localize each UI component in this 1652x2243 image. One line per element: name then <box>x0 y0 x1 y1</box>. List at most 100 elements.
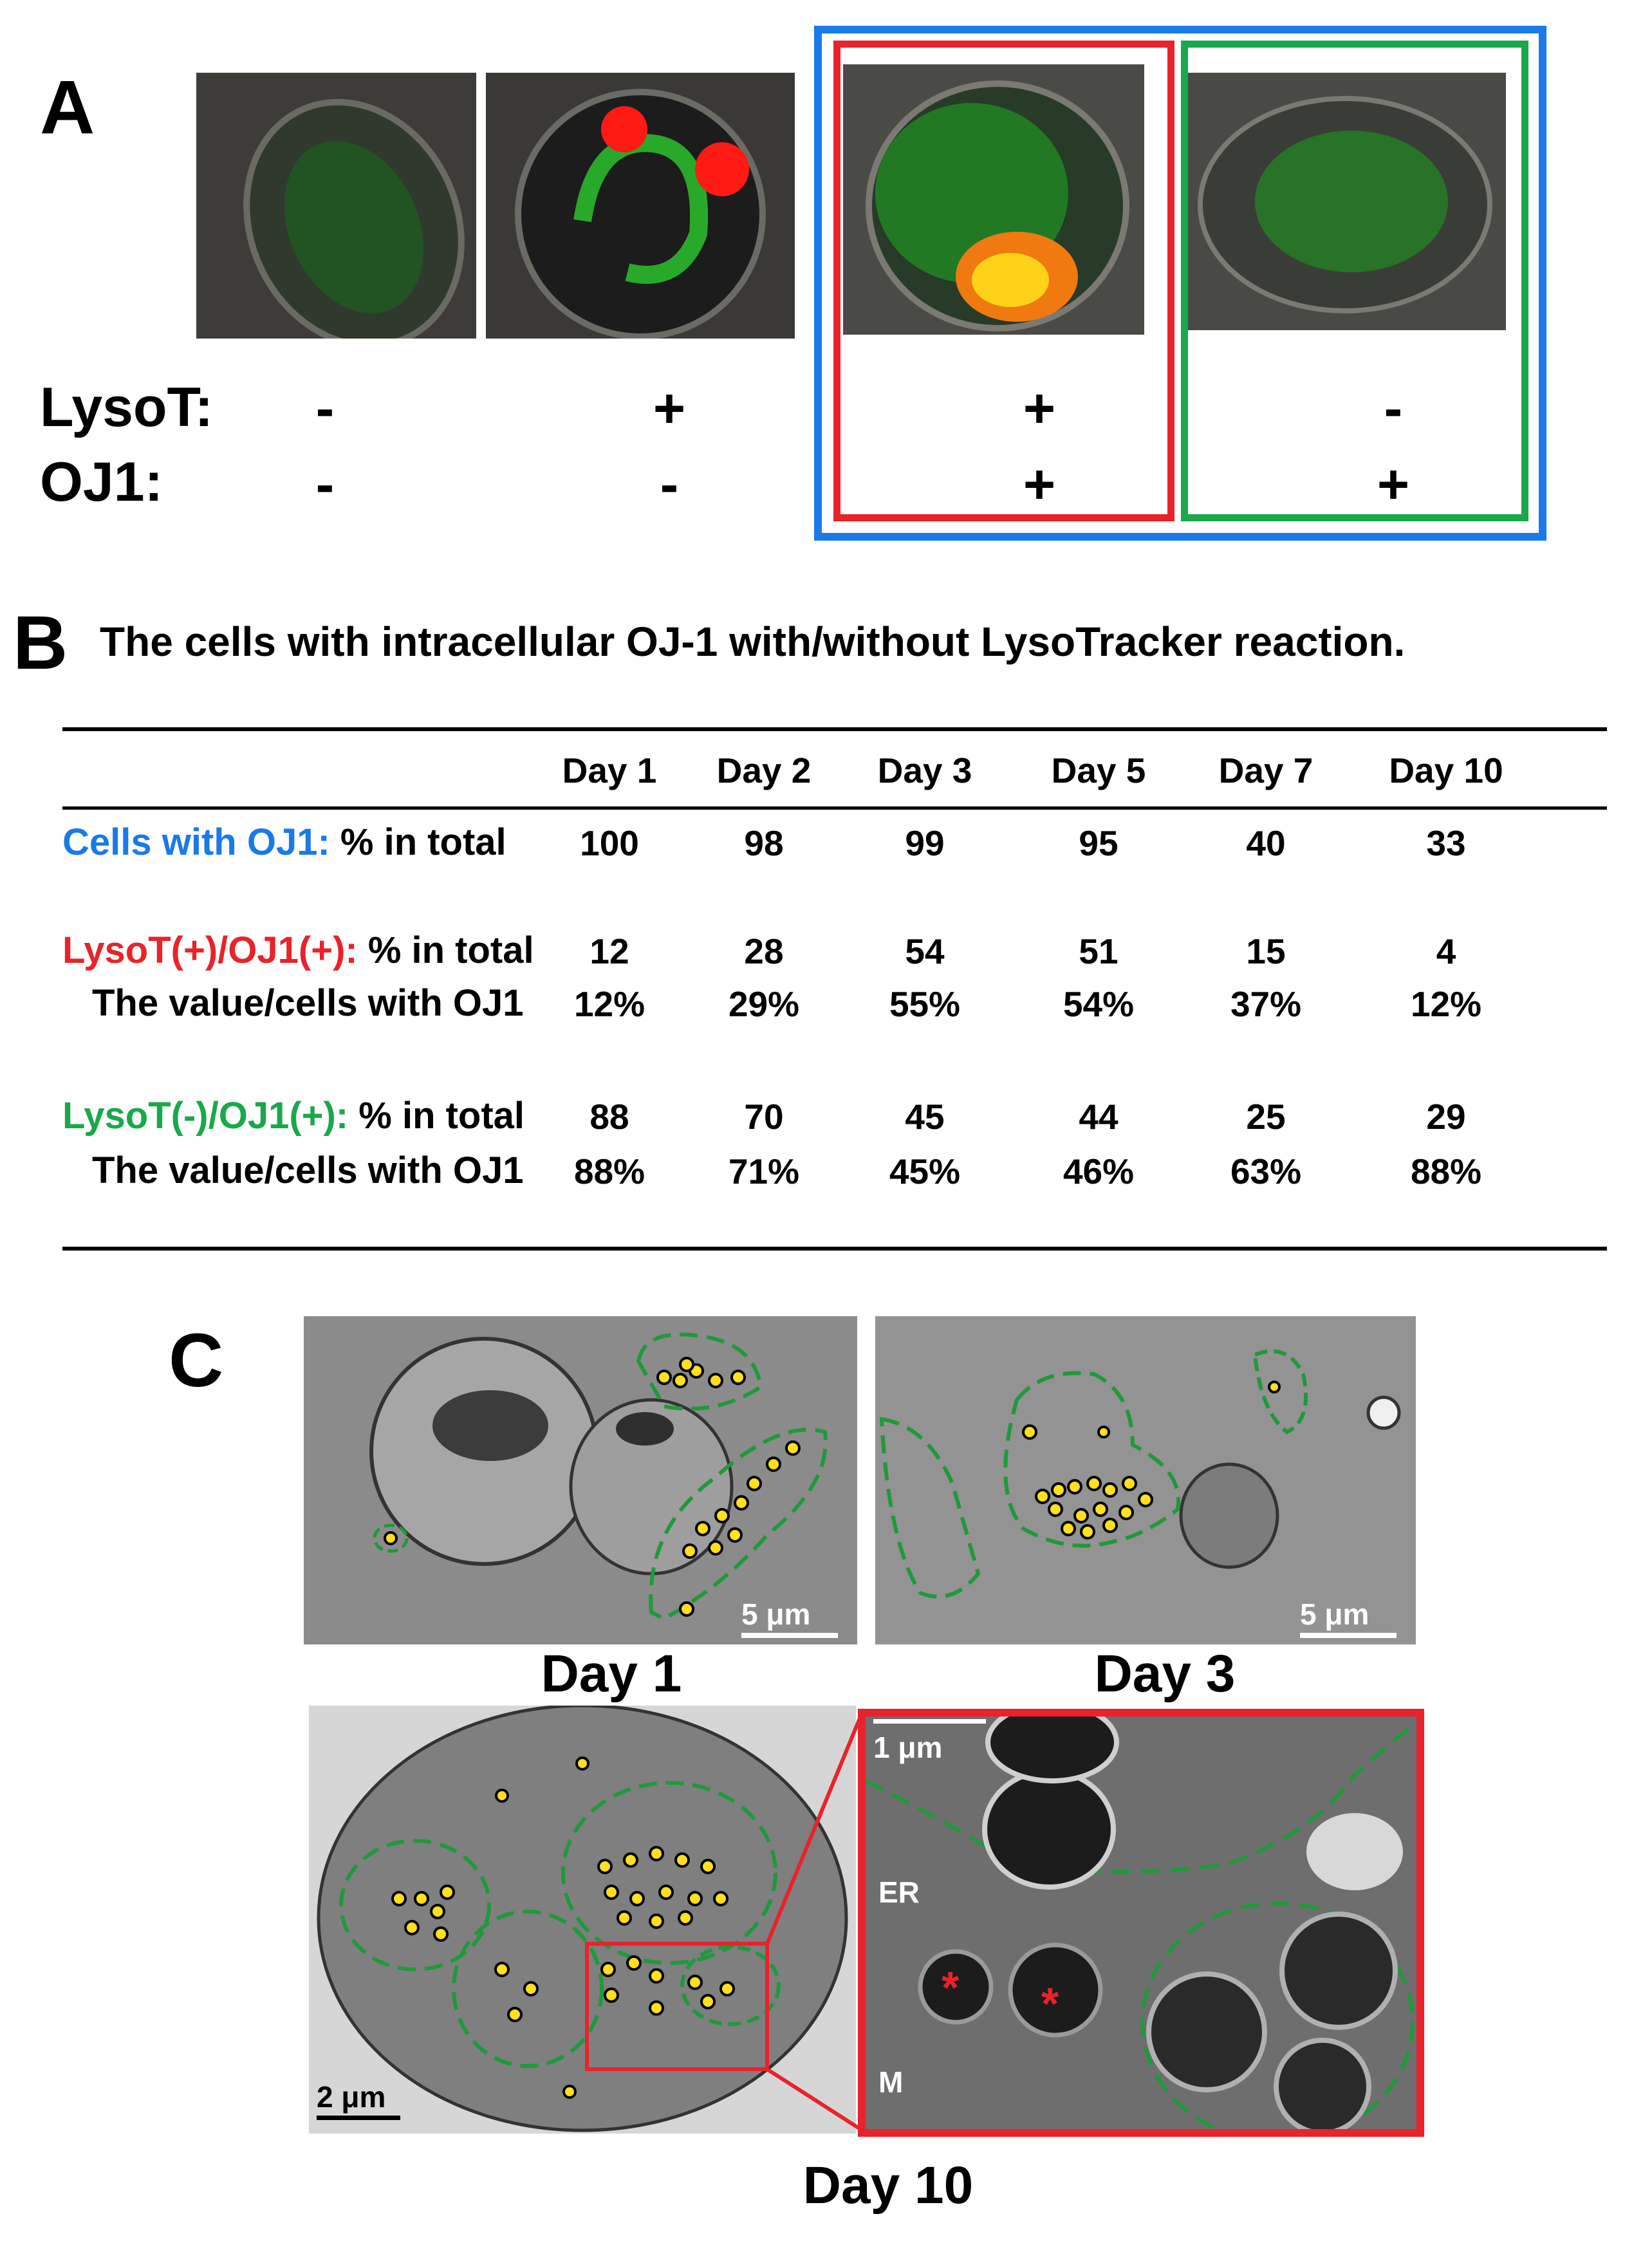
row-prefix: LysoT(+)/OJ1(+): <box>62 929 358 971</box>
scale-bar-day1: 5 μm <box>741 1599 838 1638</box>
row-suffix: % in total <box>357 929 534 971</box>
red-frame <box>833 41 1174 521</box>
row-suffix: The value/cells with OJ1 <box>92 1149 524 1191</box>
day10-label: Day 10 <box>803 2156 974 2215</box>
em-image-day3: 5 μm <box>875 1316 1416 1644</box>
lysot-row-label: LysoT: <box>40 377 214 438</box>
table-cell: 29 <box>1426 1097 1466 1137</box>
panel-b-label: B <box>13 600 68 685</box>
table-cell: 29% <box>728 984 800 1024</box>
er-label: ER <box>878 1875 920 1909</box>
sign-lyso-1: - <box>315 378 335 440</box>
em-image-day1: 5 μm <box>304 1316 857 1644</box>
sign-lyso-4: - <box>1384 378 1403 440</box>
table-cell: 98 <box>744 823 784 863</box>
em-day10-zoom-drawing: * * <box>866 1717 1416 2129</box>
table-cell: 28 <box>744 931 784 971</box>
table-cell: 99 <box>905 823 945 863</box>
table-cell: 12% <box>573 984 645 1024</box>
scale-line-day1 <box>741 1633 838 1638</box>
table-header-day-5: Day 7 <box>1218 750 1313 790</box>
scale-line-day10 <box>317 2116 400 2120</box>
table-cell: 55% <box>889 984 961 1024</box>
scale-label-1um: 1 μm <box>873 1731 943 1764</box>
table-cell: 100 <box>580 823 639 863</box>
table-cell: 88 <box>589 1097 629 1137</box>
table-cell: 88% <box>573 1151 645 1191</box>
cell-image-2 <box>486 73 795 339</box>
table-cell: 45% <box>889 1151 961 1191</box>
table-cell: 12 <box>589 931 629 971</box>
em-image-day10-zoom: * * 1 μm ER M <box>858 1709 1424 2137</box>
table-cell: 37% <box>1230 984 1302 1024</box>
table-header-rule <box>62 806 1607 810</box>
table-cell: 45 <box>905 1097 945 1137</box>
table-row-label-4: LysoT(-)/OJ1(+): % in total <box>62 1097 524 1135</box>
scale-line-1um <box>873 1719 986 1724</box>
em-image-day10: 2 μm <box>309 1706 856 2134</box>
table-row-label-2: LysoT(+)/OJ1(+): % in total <box>62 932 534 969</box>
table-cell: 4 <box>1436 931 1456 971</box>
row-prefix: LysoT(-)/OJ1(+): <box>62 1095 349 1137</box>
asterisk-marker-1: * <box>942 1962 960 2013</box>
table-header-day-3: Day 3 <box>877 750 972 790</box>
cell-image-3 <box>843 64 1144 335</box>
cell-image-2-drawing <box>486 73 795 339</box>
table-header-day-4: Day 5 <box>1051 750 1146 790</box>
panel-b-title: The cells with intracellular OJ-1 with/w… <box>100 619 1406 665</box>
table-cell: 12% <box>1410 984 1482 1024</box>
cell-image-4 <box>1184 73 1506 330</box>
cell-image-3-drawing <box>843 64 1144 335</box>
table-cell: 71% <box>728 1151 800 1191</box>
em-day1-drawing <box>304 1316 857 1644</box>
table-row-label-3: The value/cells with OJ1 <box>92 985 523 1022</box>
table-cell: 88% <box>1410 1151 1482 1191</box>
table-row-label-5: The value/cells with OJ1 <box>92 1152 523 1189</box>
scale-label-day10: 2 μm <box>317 2080 386 2114</box>
day1-label: Day 1 <box>541 1644 682 1703</box>
scale-bar-day3: 5 μm <box>1300 1599 1397 1638</box>
table-cell: 51 <box>1079 931 1118 971</box>
table-row-label-1: Cells with OJ1: % in total <box>62 824 506 861</box>
scale-bar-1um: 1 μm <box>873 1719 986 1762</box>
table-cell: 44 <box>1079 1097 1118 1137</box>
scale-label-day1: 5 μm <box>741 1597 811 1631</box>
scale-label-day3: 5 μm <box>1300 1597 1369 1631</box>
cell-image-1 <box>196 73 476 339</box>
day3-label: Day 3 <box>1094 1644 1236 1703</box>
sign-oj1-3: + <box>1023 454 1056 516</box>
sign-lyso-3: + <box>1023 378 1056 440</box>
m-label: M <box>878 2065 904 2099</box>
scale-line-day3 <box>1300 1633 1397 1638</box>
table-cell: 54 <box>905 931 945 971</box>
blue-frame <box>814 26 1546 541</box>
cell-image-1-drawing <box>196 73 476 339</box>
sign-oj1-4: + <box>1377 454 1410 516</box>
table-cell: 15 <box>1246 931 1286 971</box>
panel-a-label: A <box>40 65 95 150</box>
scale-bar-day10: 2 μm <box>317 2082 400 2120</box>
table-cell: 70 <box>744 1097 784 1137</box>
table-cell: 33 <box>1426 823 1466 863</box>
asterisk-marker-2: * <box>1041 1978 1059 2029</box>
table-header-day-1: Day 1 <box>562 750 657 790</box>
cell-image-4-drawing <box>1184 73 1506 330</box>
table-cell: 46% <box>1063 1151 1135 1191</box>
green-frame <box>1181 41 1528 521</box>
table-cell: 54% <box>1063 984 1135 1024</box>
sign-oj1-2: - <box>660 454 679 516</box>
sign-lyso-2: + <box>653 378 686 440</box>
oj1-row-label: OJ1: <box>40 451 163 513</box>
panel-c-label: C <box>169 1318 224 1403</box>
table-cell: 25 <box>1246 1097 1286 1137</box>
sign-oj1-1: - <box>315 454 335 516</box>
row-suffix: The value/cells with OJ1 <box>92 982 524 1024</box>
row-prefix: Cells with OJ1: <box>62 821 330 863</box>
table-bottom-rule <box>62 1247 1607 1251</box>
table-cell: 63% <box>1230 1151 1302 1191</box>
row-suffix: % in total <box>348 1095 525 1137</box>
row-suffix: % in total <box>329 821 506 863</box>
em-day10-drawing <box>309 1706 856 2134</box>
table-header-day-2: Day 2 <box>716 750 812 790</box>
em-day3-drawing <box>875 1316 1416 1644</box>
